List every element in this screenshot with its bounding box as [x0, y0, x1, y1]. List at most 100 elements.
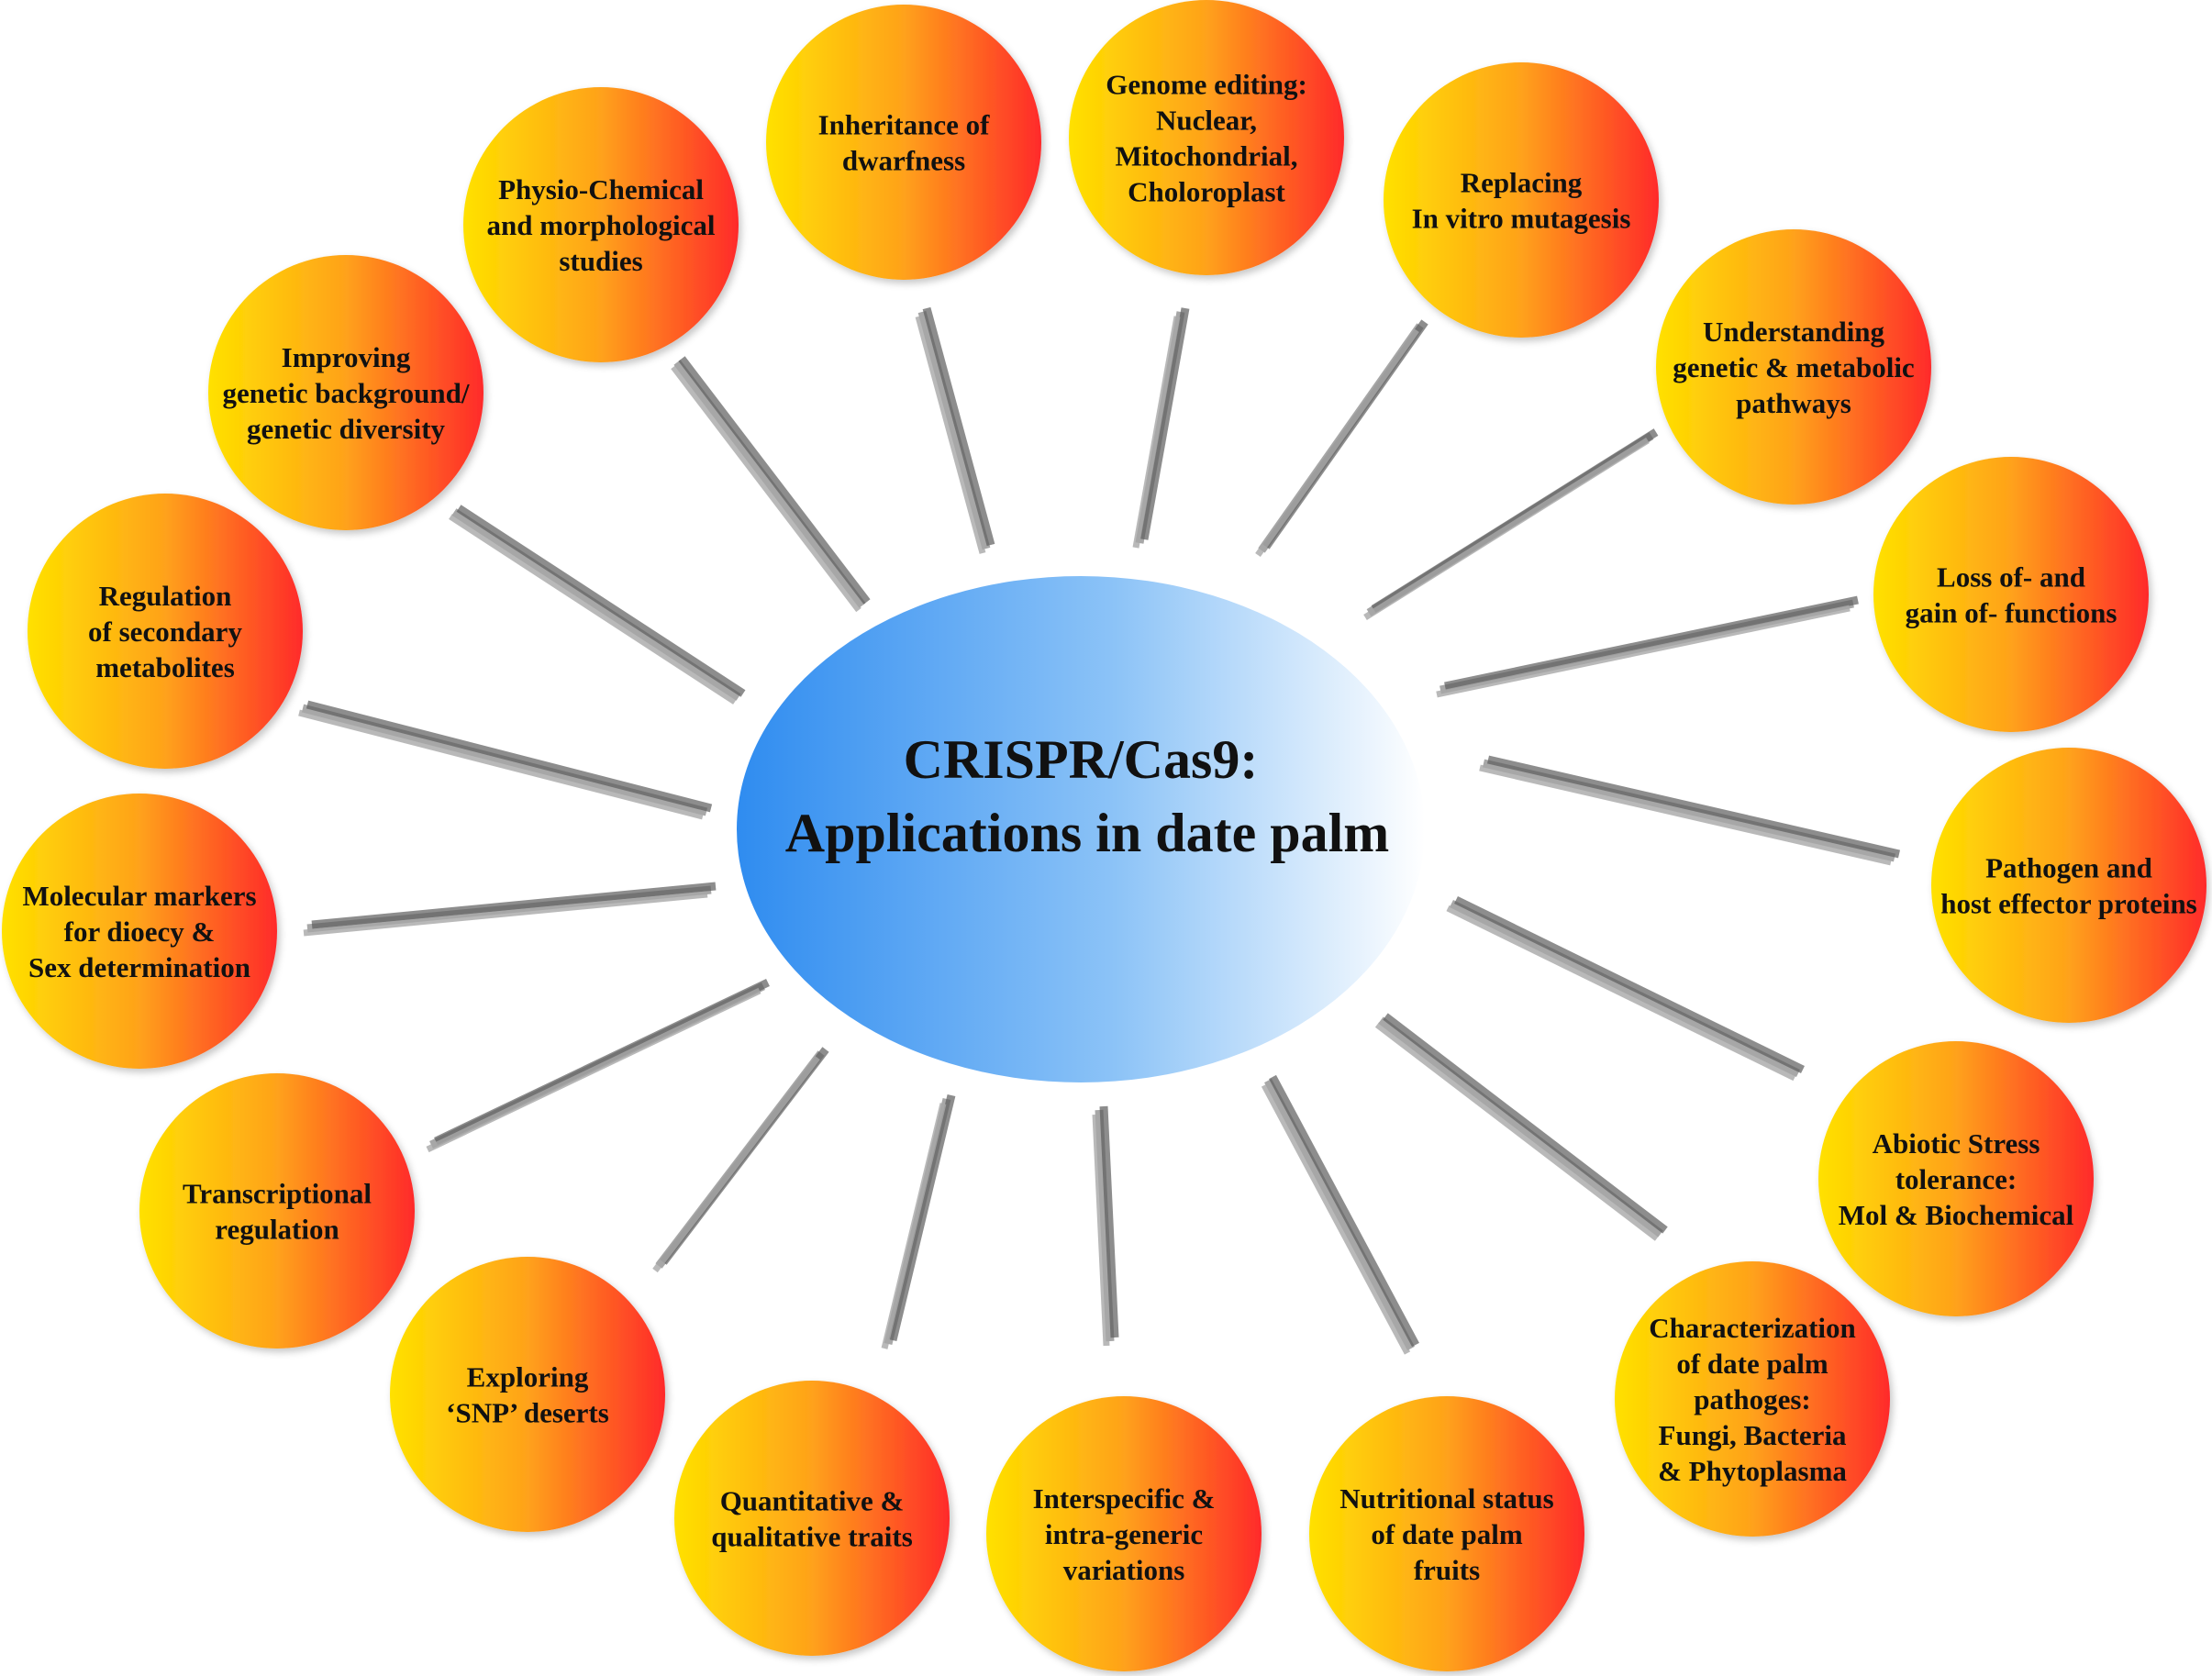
spoke-stroke	[917, 310, 991, 550]
spoke-stroke	[1374, 1022, 1660, 1241]
spoke-genetic-metabolic-pathways	[1363, 428, 1659, 620]
node-label-line: host effector proteins	[1940, 888, 2197, 920]
node-label-line: fruits	[1414, 1554, 1480, 1586]
spoke-stroke	[301, 704, 708, 816]
node-label-line: Nuclear,	[1156, 105, 1257, 137]
spoke-nutritional-status	[1261, 1074, 1419, 1355]
node-quantitative-qualitative-traits: Quantitative & qualitative traits	[674, 1381, 950, 1656]
spoke-stroke	[1099, 1105, 1119, 1338]
spoke-stroke	[1255, 327, 1419, 558]
node-molecular-markers: Molecular markers for dioecy &Sex determi…	[2, 794, 277, 1069]
node-label-line: Abiotic Stress	[1873, 1127, 2040, 1160]
spoke-stroke	[1436, 605, 1851, 698]
spoke-snp-deserts	[652, 1047, 829, 1273]
spoke-stroke	[881, 1103, 947, 1349]
node-label-line: Loss of- and	[1937, 561, 2085, 594]
node-circle	[674, 1381, 950, 1656]
spoke-stroke	[1363, 438, 1650, 620]
spoke-stroke	[673, 360, 866, 608]
node-circle	[390, 1257, 665, 1532]
node-label-line: Genome editing:	[1106, 69, 1307, 101]
node-circle	[1818, 1041, 2094, 1316]
node-label-line: Mol & Biochemical	[1839, 1199, 2074, 1231]
node-label-line: tolerance:	[1895, 1163, 2017, 1195]
spoke-stroke	[1139, 307, 1190, 540]
node-label-line: Physio-Chemical	[498, 173, 704, 205]
spoke-stroke	[1092, 1114, 1110, 1347]
spoke-stroke	[678, 356, 871, 605]
spoke-stroke	[915, 316, 986, 554]
node-label-line: ‘SNP’ deserts	[446, 1397, 609, 1429]
spoke-stroke	[888, 1093, 956, 1342]
spoke-stroke	[434, 978, 770, 1146]
spoke-stroke	[449, 514, 737, 705]
node-label-line: pathoges:	[1694, 1383, 1810, 1415]
spoke-stroke	[1132, 316, 1181, 549]
node-label-line: of date palm	[1371, 1518, 1523, 1550]
node-label-line: Inheritance of	[818, 109, 991, 141]
node-circle	[1656, 229, 1931, 505]
connector-spokes	[298, 306, 1901, 1355]
node-label-line: pathways	[1736, 387, 1851, 419]
node-circle	[1384, 62, 1659, 338]
node-genome-editing: Genome editing:Nuclear,Mitochondrial,Cho…	[1069, 0, 1344, 275]
node-circle	[208, 255, 484, 530]
node-circle	[1069, 0, 1344, 275]
node-label-line: variations	[1063, 1554, 1185, 1586]
node-label-line: Quantitative &	[720, 1485, 905, 1517]
node-circle	[986, 1396, 1262, 1671]
node-circle	[28, 494, 303, 769]
spoke-stroke	[1378, 1016, 1663, 1238]
spoke-loss-gain-functions	[1436, 595, 1859, 698]
node-label-line: & Phytoplasma	[1658, 1455, 1847, 1487]
hub-title-line-1: CRISPR/Cas9:	[904, 729, 1259, 790]
node-label-line: In vitro mutagesis	[1412, 203, 1631, 235]
node-label-line: genetic & metabolic	[1673, 351, 1914, 383]
spoke-stroke	[1482, 759, 1896, 862]
node-circle	[463, 87, 739, 362]
spoke-stroke	[671, 364, 861, 613]
spoke-stroke	[303, 891, 708, 937]
node-label-line: of secondary	[88, 616, 242, 648]
node-circle	[766, 5, 1041, 280]
node-label-line: Interspecific &	[1033, 1482, 1216, 1515]
spoke-stroke	[1444, 595, 1859, 691]
node-label-line: Nutritional status	[1339, 1482, 1553, 1515]
spoke-stroke	[456, 505, 746, 697]
node-circle	[1931, 748, 2206, 1023]
spoke-pathogen-characterization	[1374, 1013, 1668, 1241]
spoke-stroke	[1264, 1078, 1415, 1351]
spoke-stroke	[1446, 905, 1796, 1082]
node-label-line: for dioecy &	[64, 916, 216, 948]
node-label-line: genetic background/	[223, 377, 470, 409]
spoke-pathogen-effector-proteins	[1479, 755, 1901, 866]
spoke-quantitative-qualitative-traits	[881, 1093, 956, 1349]
spoke-stroke	[922, 306, 995, 547]
node-label-line: Choloroplast	[1128, 176, 1285, 208]
node-label-line: Understanding	[1703, 316, 1885, 348]
node-label-line: Improving	[282, 341, 411, 373]
node-label-line: Transcriptional	[183, 1178, 372, 1210]
node-label-line: studies	[559, 245, 642, 277]
spoke-stroke	[1450, 899, 1800, 1078]
spoke-stroke	[1261, 1083, 1411, 1355]
node-label-line: Sex determination	[28, 951, 250, 983]
node-label-line: Fungi, Bacteria	[1659, 1419, 1847, 1451]
node-snp-deserts: Exploring‘SNP’ deserts	[390, 1257, 665, 1532]
spoke-stroke	[1269, 1074, 1419, 1348]
hub-title-line-2: Applications in date palm	[785, 803, 1389, 863]
node-circle	[1615, 1261, 1890, 1537]
spoke-stroke	[1486, 755, 1901, 859]
node-label-line: qualitative traits	[711, 1521, 913, 1553]
node-label-line: Molecular markers	[22, 880, 256, 912]
